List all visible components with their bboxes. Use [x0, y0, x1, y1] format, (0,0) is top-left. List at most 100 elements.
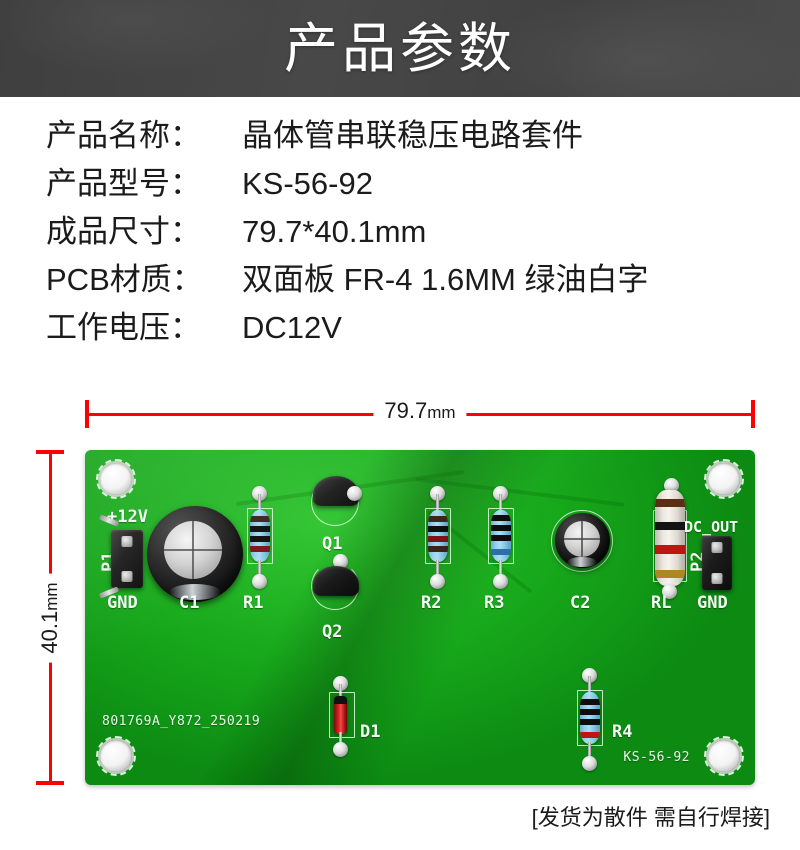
vent-line-horizontal: [164, 549, 222, 551]
solder-pad: [662, 584, 677, 599]
color-band: [250, 526, 270, 532]
component-lead: [436, 494, 439, 512]
silkscreen-r3: R3: [484, 593, 505, 613]
component-lead: [339, 732, 342, 746]
resistor-r1: [250, 510, 270, 562]
silkscreen-d1: D1: [360, 722, 381, 742]
color-band: [250, 536, 270, 542]
spec-value-size: 79.7*40.1mm: [242, 214, 427, 249]
silkscreen-c1: C1: [179, 593, 200, 613]
silkscreen-rl: RL: [651, 593, 672, 613]
silkscreen-q1: Q1: [322, 534, 343, 554]
terminal-lead-p1-top: [98, 514, 120, 527]
color-band: [250, 516, 270, 522]
color-band: [491, 535, 511, 541]
component-lead: [339, 684, 342, 698]
diode-d1: [334, 696, 347, 734]
height-unit: mm: [42, 581, 61, 611]
spec-label-voltage: 工作电压：: [46, 310, 201, 345]
solder-pad: [333, 554, 348, 569]
color-band: [580, 719, 600, 725]
silkscreen-p2-output: DC_OUT: [684, 518, 739, 536]
page-title: 产品参数: [284, 18, 516, 79]
dimension-end-cap-left: [85, 400, 89, 428]
solder-pad: [430, 486, 445, 501]
mounting-hole-bottom-left: [96, 736, 136, 776]
pcb-trace: [415, 477, 625, 507]
hole-plating-ring: [100, 740, 132, 772]
color-band: [655, 545, 685, 554]
width-value: 79.7: [384, 398, 428, 423]
width-unit: mm: [427, 403, 456, 422]
resistor-body: [580, 692, 600, 744]
header-banner: 产品参数: [0, 0, 800, 97]
hole-plating-ring: [708, 463, 740, 495]
hole-silkscreen-arc: [704, 459, 744, 499]
component-lead: [258, 494, 261, 512]
solder-pad: [333, 742, 348, 757]
spec-label-size: 成品尺寸：: [46, 214, 201, 249]
capacitor-polarity-stripe: [169, 584, 221, 600]
spec-label-model: 产品型号：: [46, 166, 201, 201]
silkscreen-q2: Q2: [322, 622, 343, 642]
color-band: [491, 549, 511, 555]
dimension-end-cap-top: [36, 450, 64, 454]
spec-value-pcb-material: 双面板 FR-4 1.6MM 绿油白字: [242, 262, 649, 297]
silkscreen-model-code: KS-56-92: [623, 750, 690, 765]
silkscreen-r4: R4: [612, 722, 633, 742]
color-band: [491, 525, 511, 531]
component-lead: [258, 560, 261, 578]
color-band: [428, 546, 448, 552]
solder-pad: [347, 486, 362, 501]
pcb-board-image: +12V P1 GND C1: [85, 450, 755, 785]
spec-row: 工作电压： DC12V: [46, 302, 766, 350]
transistor-case: [313, 566, 359, 596]
mounting-hole-top-left: [96, 459, 136, 499]
component-lead: [588, 742, 591, 758]
capacitor-c1: [147, 506, 243, 602]
color-band: [580, 699, 600, 705]
color-band: [580, 709, 600, 715]
solder-pad: [582, 756, 597, 771]
color-band: [655, 522, 685, 530]
component-lead: [499, 494, 502, 512]
color-band: [655, 570, 685, 578]
solder-pad: [252, 486, 267, 501]
footer-note: [发货为散件 需自行焊接]: [531, 805, 770, 830]
capacitor-polarity-stripe: [567, 557, 597, 567]
hole-silkscreen-arc: [96, 736, 136, 776]
height-dimension-label: 40.1mm: [37, 572, 63, 663]
hole-plating-ring: [708, 740, 740, 772]
capacitor-c2: [555, 513, 610, 568]
width-dimension-line: 79.7mm: [85, 398, 755, 428]
dimension-end-cap-right: [751, 400, 755, 428]
solder-pad: [493, 574, 508, 589]
hole-silkscreen-arc: [96, 459, 136, 499]
resistor-body: [250, 510, 270, 562]
solder-pad: [493, 486, 508, 501]
resistor-body: [428, 510, 448, 562]
silkscreen-p1-ground: GND: [107, 593, 138, 613]
spec-label-pcb-material: PCB材质：: [46, 262, 203, 297]
component-lead: [588, 676, 591, 692]
solder-pad: [252, 574, 267, 589]
transistor-q2: [313, 566, 359, 596]
dimension-end-cap-bottom: [36, 781, 64, 785]
resistor-r4: [580, 692, 600, 744]
spec-label-product-name: 产品名称：: [46, 118, 201, 153]
spec-value-model: KS-56-92: [242, 166, 373, 201]
spec-list: 产品名称： 晶体管串联稳压电路套件 产品型号： KS-56-92 成品尺寸： 7…: [46, 110, 766, 350]
color-band: [428, 526, 448, 532]
color-band: [250, 546, 270, 552]
spec-value-voltage: DC12V: [242, 310, 342, 345]
width-dimension-label: 79.7mm: [373, 398, 467, 424]
resistor-r3: [491, 510, 511, 562]
spec-row: 成品尺寸： 79.7*40.1mm: [46, 206, 766, 254]
silkscreen-batch-code: 801769A_Y872_250219: [102, 714, 261, 729]
terminal-block-p2: [702, 536, 732, 590]
silkscreen-outline-q1: [311, 478, 359, 526]
mounting-hole-top-right: [704, 459, 744, 499]
vent-line-horizontal: [564, 538, 600, 540]
silkscreen-c2: C2: [570, 593, 591, 613]
